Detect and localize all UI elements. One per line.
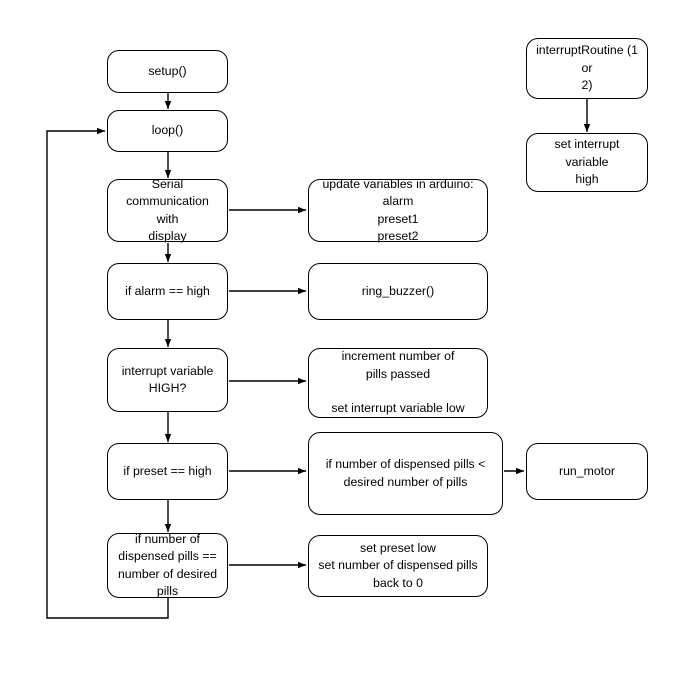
node-if-dispensed-less-than-desired[interactable]: if number of dispensed pills < desired n… <box>308 432 503 515</box>
node-interrupt-variable-high[interactable]: interrupt variable HIGH? <box>107 348 228 412</box>
node-setup[interactable]: setup() <box>107 50 228 93</box>
node-update-variables[interactable]: update variables in arduino: alarm prese… <box>308 177 488 243</box>
node-reset-preset-and-count[interactable]: set preset low set number of dispensed p… <box>308 535 488 597</box>
node-ring-buzzer[interactable]: ring_buzzer() <box>308 263 488 320</box>
node-if-alarm-high[interactable]: if alarm == high <box>107 263 228 320</box>
node-loop[interactable]: loop() <box>107 110 228 152</box>
node-if-preset-high[interactable]: if preset == high <box>107 443 228 500</box>
node-interrupt-routine[interactable]: interruptRoutine (1 or 2) <box>526 38 648 99</box>
node-set-interrupt-variable-high[interactable]: set interrupt variable high <box>526 133 648 192</box>
node-increment-pills-passed[interactable]: increment number of pills passed set int… <box>308 348 488 418</box>
node-run-motor[interactable]: run_motor <box>526 443 648 500</box>
node-serial-communication[interactable]: Serial communication with display <box>107 177 228 243</box>
node-if-dispensed-equals-desired[interactable]: if number of dispensed pills == number o… <box>107 532 228 598</box>
